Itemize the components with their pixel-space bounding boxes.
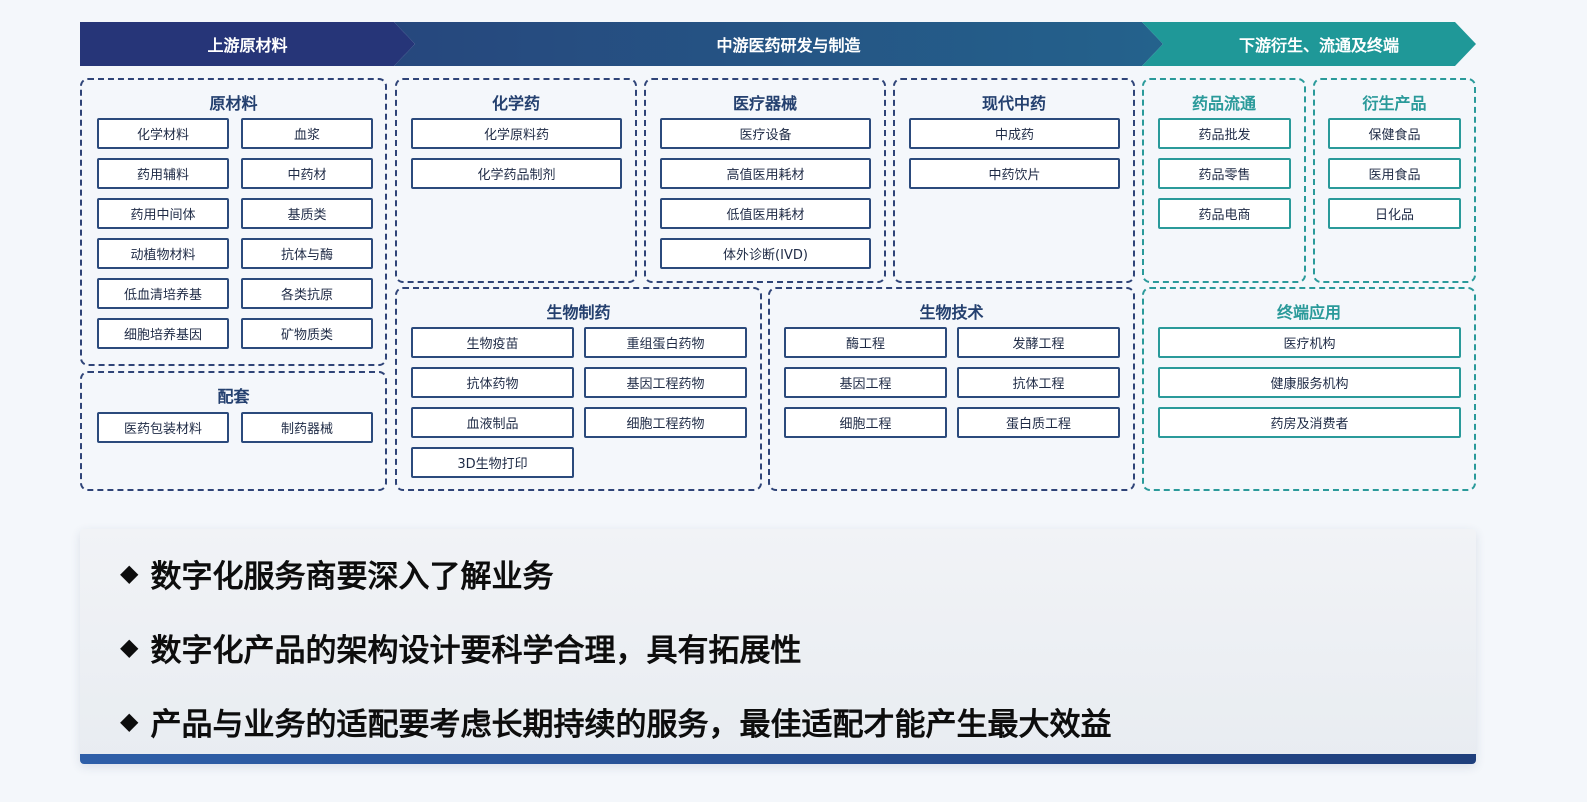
panel-raw-materials: 原材料 化学材料 血浆 药用辅料 中药材 药用中间体 基质类 动植物材料 抗体与… (80, 78, 387, 366)
item-tcm-1: 中药饮片 (909, 158, 1120, 189)
item-biopharma-3: 基因工程药物 (584, 367, 747, 398)
bullet-item: ◆ 产品与业务的适配要考虑长期持续的服务，最佳适配才能产生最大效益 (120, 701, 1112, 743)
item-biotech-5: 蛋白质工程 (957, 407, 1120, 438)
item-raw-3: 中药材 (241, 158, 373, 189)
item-biopharma-6: 3D生物打印 (411, 447, 574, 478)
item-derivative-0: 保健食品 (1328, 118, 1461, 149)
card-accent-bar (80, 754, 1476, 764)
item-raw-7: 抗体与酶 (241, 238, 373, 269)
item-raw-6: 动植物材料 (97, 238, 229, 269)
panel-title-biotech: 生物技术 (919, 303, 984, 322)
panel-derivative-products: 衍生产品 保健食品 医用食品 日化品 (1313, 78, 1476, 283)
item-device-0: 医疗设备 (660, 118, 871, 149)
panel-title-terminal-applications: 终端应用 (1276, 303, 1341, 322)
item-terminal-0: 医疗机构 (1158, 327, 1461, 358)
panel-biopharma: 生物制药 生物疫苗 重组蛋白药物 抗体药物 基因工程药物 血液制品 细胞工程药物… (395, 287, 762, 491)
stage-midstream-label: 中游医药研发与制造 (716, 36, 861, 55)
stage-downstream-label: 下游衍生、流通及终端 (1238, 36, 1399, 55)
item-chem-1: 化学药品制剂 (411, 158, 622, 189)
item-raw-4: 药用中间体 (97, 198, 229, 229)
panel-biotech: 生物技术 酶工程 发酵工程 基因工程 抗体工程 细胞工程 蛋白质工程 (768, 287, 1135, 491)
panel-title-support: 配套 (217, 387, 250, 406)
stage-midstream-header: 中游医药研发与制造 (394, 22, 1163, 66)
panel-title-raw-materials: 原材料 (209, 94, 258, 113)
item-biotech-3: 抗体工程 (957, 367, 1120, 398)
item-biotech-1: 发酵工程 (957, 327, 1120, 358)
item-biopharma-1: 重组蛋白药物 (584, 327, 747, 358)
item-derivative-1: 医用食品 (1328, 158, 1461, 189)
bullet-text: 数字化服务商要深入了解业务 (150, 558, 554, 595)
panel-chemical-drugs: 化学药 化学原料药 化学药品制剂 (395, 78, 637, 283)
item-device-3: 体外诊断(IVD) (660, 238, 871, 269)
item-biopharma-2: 抗体药物 (411, 367, 574, 398)
item-circulation-1: 药品零售 (1158, 158, 1291, 189)
item-raw-11: 矿物质类 (241, 318, 373, 349)
item-raw-2: 药用辅料 (97, 158, 229, 189)
panel-title-biopharma: 生物制药 (546, 303, 611, 322)
item-circulation-0: 药品批发 (1158, 118, 1291, 149)
diamond-bullet-icon: ◆ (120, 633, 139, 661)
item-biopharma-0: 生物疫苗 (411, 327, 574, 358)
item-biotech-4: 细胞工程 (784, 407, 947, 438)
bullet-text: 数字化产品的架构设计要科学合理，具有拓展性 (150, 632, 802, 669)
key-points-card: ◆ 数字化服务商要深入了解业务 ◆ 数字化产品的架构设计要科学合理，具有拓展性 … (80, 529, 1476, 764)
stage-downstream-header: 下游衍生、流通及终端 (1142, 22, 1476, 66)
panel-medical-devices: 医疗器械 医疗设备 高值医用耗材 低值医用耗材 体外诊断(IVD) (644, 78, 886, 283)
panel-title-drug-circulation: 药品流通 (1191, 94, 1256, 113)
panel-support: 配套 医药包装材料 制药器械 (80, 371, 387, 491)
item-biotech-0: 酶工程 (784, 327, 947, 358)
item-terminal-1: 健康服务机构 (1158, 367, 1461, 398)
item-chem-0: 化学原料药 (411, 118, 622, 149)
bullet-item: ◆ 数字化产品的架构设计要科学合理，具有拓展性 (120, 627, 802, 669)
diamond-bullet-icon: ◆ (120, 707, 139, 735)
item-device-1: 高值医用耗材 (660, 158, 871, 189)
item-circulation-2: 药品电商 (1158, 198, 1291, 229)
panel-title-derivative-products: 衍生产品 (1362, 94, 1427, 113)
item-raw-10: 细胞培养基因 (97, 318, 229, 349)
panel-modern-tcm: 现代中药 中成药 中药饮片 (893, 78, 1135, 283)
stage-upstream-label: 上游原材料 (207, 36, 288, 55)
item-biotech-2: 基因工程 (784, 367, 947, 398)
panel-drug-circulation: 药品流通 药品批发 药品零售 药品电商 (1142, 78, 1306, 283)
item-raw-5: 基质类 (241, 198, 373, 229)
item-tcm-0: 中成药 (909, 118, 1120, 149)
item-biopharma-4: 血液制品 (411, 407, 574, 438)
item-support-1: 制药器械 (241, 412, 373, 443)
item-raw-1: 血浆 (241, 118, 373, 149)
item-derivative-2: 日化品 (1328, 198, 1461, 229)
item-raw-0: 化学材料 (97, 118, 229, 149)
bullet-text: 产品与业务的适配要考虑长期持续的服务，最佳适配才能产生最大效益 (150, 706, 1112, 743)
panel-title-chemical-drugs: 化学药 (491, 94, 540, 113)
item-raw-8: 低血清培养基 (97, 278, 229, 309)
panel-title-medical-devices: 医疗器械 (732, 94, 797, 113)
diamond-bullet-icon: ◆ (120, 559, 139, 587)
panel-title-modern-tcm: 现代中药 (981, 94, 1046, 113)
item-device-2: 低值医用耗材 (660, 198, 871, 229)
item-biopharma-5: 细胞工程药物 (584, 407, 747, 438)
panel-terminal-applications: 终端应用 医疗机构 健康服务机构 药房及消费者 (1142, 287, 1476, 491)
item-support-0: 医药包装材料 (97, 412, 229, 443)
stage-upstream-header: 上游原材料 (80, 22, 415, 66)
bullet-item: ◆ 数字化服务商要深入了解业务 (120, 553, 554, 595)
item-terminal-2: 药房及消费者 (1158, 407, 1461, 438)
item-raw-9: 各类抗原 (241, 278, 373, 309)
